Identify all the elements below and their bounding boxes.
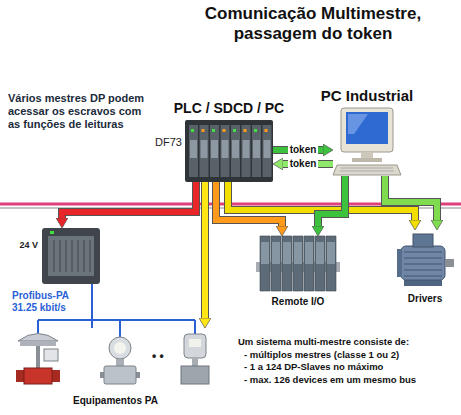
token-flow-arrow — [385, 176, 437, 220]
connector-outline — [318, 176, 345, 226]
monitor-body — [341, 108, 393, 152]
process-fitting — [100, 372, 104, 378]
terminal-box — [413, 234, 433, 247]
device-label: Equipamentos PA — [73, 395, 158, 407]
connector-outline — [201, 182, 209, 318]
motor-shaft — [445, 259, 454, 267]
transmitter-housing — [184, 334, 206, 358]
device-heading: PLC / SDCD / PC — [174, 100, 284, 117]
pa-bus-wire — [38, 320, 195, 337]
control-valve-picture — [16, 334, 60, 385]
note-item: - 1 a 124 DP-Slaves no máximo — [244, 361, 383, 373]
device-label: Drivers — [408, 293, 442, 305]
monitor-screen — [346, 112, 388, 144]
rack-body — [185, 120, 273, 182]
plc-rack-picture — [185, 120, 273, 182]
valve-body — [24, 368, 52, 384]
transmitter-neck — [192, 358, 198, 366]
rack-module — [189, 125, 272, 177]
coupler-front — [48, 236, 94, 276]
note-item: - max. 126 devices em um mesmo bus — [244, 374, 416, 386]
note-heading: Um sistema multi-mestre consiste de: — [238, 336, 409, 348]
transmitter-neck — [116, 359, 124, 366]
diagram-title: Comunicação Multimestre, passagem do tok… — [188, 4, 438, 44]
module-label-panel — [190, 140, 271, 158]
remote-io: Remote I/O — [258, 236, 338, 291]
pa-bus-connector — [91, 284, 93, 328]
connector-group — [385, 176, 437, 220]
connector-outline — [62, 182, 196, 218]
connector-group — [318, 176, 345, 226]
transmitter-window — [189, 339, 201, 347]
io-module — [260, 236, 336, 291]
pressure-transmitter-picture — [181, 334, 209, 384]
model-name: DF73 — [155, 136, 182, 149]
ellipsis-dots: • • — [152, 349, 164, 363]
device-label: Remote I/O — [272, 296, 325, 308]
token-flow-arrow — [62, 182, 196, 218]
industrial-pc-picture — [333, 108, 401, 175]
coupler-picture — [42, 228, 100, 284]
transmitter-display — [114, 342, 126, 354]
device-heading: PC Industrial — [321, 87, 414, 105]
motor-body — [401, 246, 445, 280]
cooling-fins — [54, 240, 90, 272]
bus-spec-label: Profibus-PA 31.25 kbit/s — [12, 290, 87, 314]
status-led — [50, 231, 54, 234]
voltage-label: 24 V — [19, 240, 38, 251]
motor-picture — [397, 234, 454, 286]
plc-rack: PLC / SDCD / PCDF73 — [185, 120, 273, 182]
token-label: token — [288, 158, 319, 170]
valve-flange — [16, 370, 24, 382]
token-label: token — [288, 144, 319, 156]
transmitter-picture — [100, 337, 140, 384]
connector-outline — [385, 176, 437, 220]
pa-devices: Equipamentos PA — [8, 328, 223, 392]
profibus-pa-bus — [38, 320, 195, 337]
token-flow-arrow — [318, 176, 345, 226]
power-coupler: 24 V — [42, 228, 100, 284]
motor-end-cap — [397, 249, 402, 277]
valve-stem — [36, 346, 40, 368]
keyboard-keys — [340, 168, 394, 171]
monitor-base — [352, 158, 382, 162]
note-item: - múltiplos mestres (classe 1 ou 2) — [244, 349, 399, 361]
transmitter-body — [104, 366, 136, 384]
valve-flange — [52, 370, 60, 382]
industrial-pc: PC Industrial — [333, 108, 401, 176]
connector-group — [62, 182, 196, 218]
status-led — [202, 129, 268, 132]
monitor-stand — [361, 152, 373, 158]
drive-motor: Drivers — [395, 230, 455, 288]
annotation-text: Vários mestres DP podem acessar os escra… — [8, 92, 153, 131]
coupler-body — [42, 228, 100, 284]
process-fitting — [136, 372, 140, 378]
module-cover — [261, 242, 335, 264]
connector-group — [205, 182, 206, 318]
motor-foot — [404, 280, 442, 286]
keyboard — [333, 165, 401, 175]
transmitter-flange — [181, 366, 209, 384]
connector-group — [92, 284, 93, 328]
token-flow-arrow — [202, 182, 208, 318]
screen-glare — [348, 114, 368, 134]
remote-io-picture — [256, 236, 340, 291]
transmitter-head — [109, 337, 131, 359]
actuator-ring — [20, 341, 56, 346]
motor-fins — [404, 252, 442, 276]
valve-positioner — [44, 349, 58, 361]
valve-actuator — [18, 334, 58, 342]
